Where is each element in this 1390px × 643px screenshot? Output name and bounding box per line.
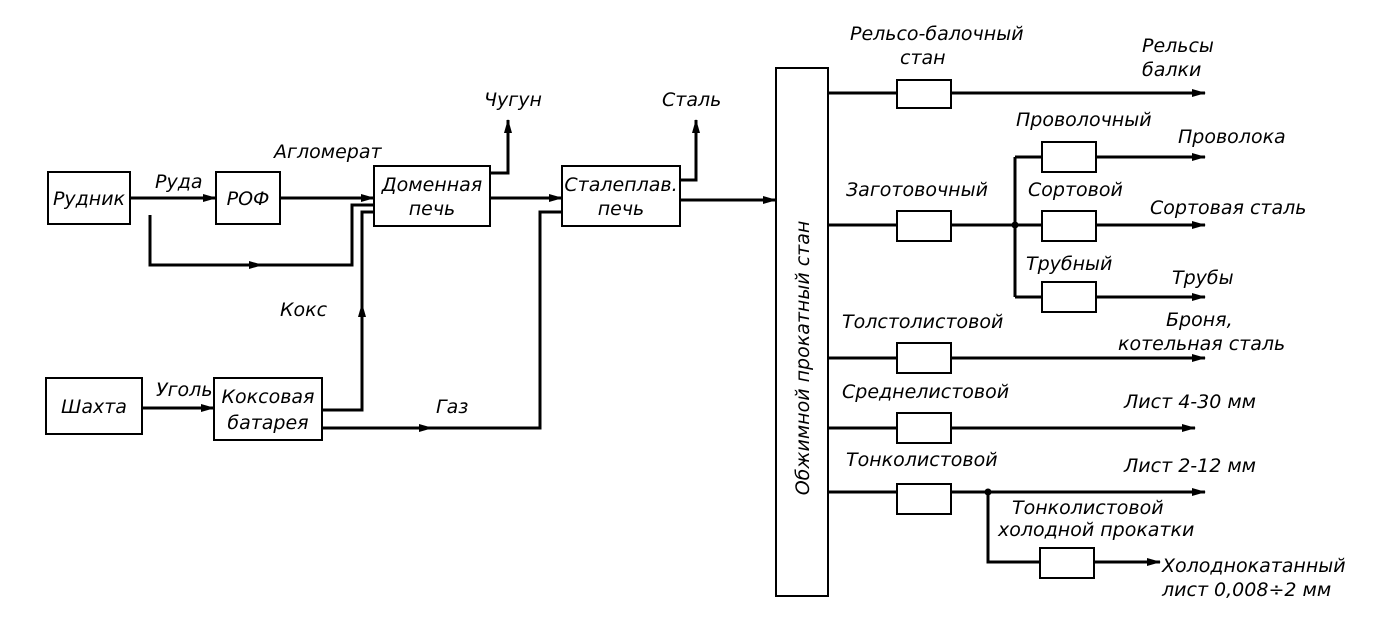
branch-cold-rolling-line xyxy=(986,492,1161,566)
medium-plate-mill-label: Среднелистовой xyxy=(842,381,1009,403)
steel-furnace-label-2: печь xyxy=(598,198,645,220)
ore-label: Руда xyxy=(155,171,202,193)
blooming-mill-block xyxy=(775,67,829,597)
armor-label-2: котельная сталь xyxy=(1118,333,1285,355)
billet-mill-label: Заготовочный xyxy=(846,179,988,201)
flow-coke-line xyxy=(322,210,374,412)
coke-battery-block xyxy=(213,377,323,441)
blooming-mill-label: Обжимной прокатный стан xyxy=(792,221,814,496)
rail-beam-mill-box xyxy=(896,79,952,109)
mine-label: Рудник xyxy=(53,188,126,210)
tubes-label: Трубы xyxy=(1172,267,1234,289)
coke-battery-label-1: Коксовая xyxy=(222,386,315,408)
shaft-label: Шахта xyxy=(61,396,127,418)
tube-mill-label: Трубный xyxy=(1026,253,1112,275)
heavy-plate-mill-label: Толстолистовой xyxy=(842,311,1003,333)
coke-label: Кокс xyxy=(280,299,328,321)
blast-furnace-label-1: Доменная xyxy=(381,174,482,196)
section-mill-box xyxy=(1041,210,1097,242)
rof-label: РОФ xyxy=(227,188,270,210)
gas-label: Газ xyxy=(436,396,468,418)
cold-sheet-label-1: Холоднокатанный xyxy=(1161,555,1346,577)
thin-sheet-mill-label: Тонколистовой xyxy=(846,449,998,471)
cold-rolling-mill-label-1: Тонколистовой xyxy=(1012,497,1164,519)
thin-sheet-mill-box xyxy=(896,483,952,515)
sheet-2-12-label: Лист 2-12 мм xyxy=(1123,455,1256,477)
wire-product-label: Проволока xyxy=(1178,126,1286,148)
cold-rolling-split-dot xyxy=(984,488,992,496)
coke-battery-label-2: батарея xyxy=(227,412,308,434)
section-steel-label: Сортовая сталь xyxy=(1150,197,1306,219)
mine-block xyxy=(47,171,131,225)
heavy-plate-mill-box xyxy=(896,342,952,374)
agglomerate-label: Агломерат xyxy=(272,141,382,163)
steel-furnace-block xyxy=(561,165,681,227)
blast-furnace-block xyxy=(373,165,491,227)
blast-furnace-label-2: печь xyxy=(409,198,456,220)
sheet-4-30-label: Лист 4-30 мм xyxy=(1123,391,1256,413)
rof-block xyxy=(215,171,281,225)
medium-plate-mill-box xyxy=(896,412,952,444)
pig-iron-label: Чугун xyxy=(484,89,542,111)
cold-rolling-mill-box xyxy=(1039,547,1095,579)
flow-pig-iron-line xyxy=(490,119,512,175)
steel-label: Сталь xyxy=(662,89,721,111)
cold-sheet-label-2: лист 0,008÷2 мм xyxy=(1161,579,1331,601)
shaft-block xyxy=(45,377,143,435)
armor-label-1: Броня, xyxy=(1166,309,1233,331)
flow-steel-out-line xyxy=(680,119,700,182)
rail-beam-mill-label-1: Рельсо-балочный xyxy=(850,23,1024,45)
flow-mine-bypass-line xyxy=(148,203,374,267)
cold-rolling-mill-label-2: холодной прокатки xyxy=(997,519,1194,541)
billet-split-dot xyxy=(1011,221,1019,229)
rails-label-1: Рельсы xyxy=(1142,35,1214,57)
billet-mill-box xyxy=(896,210,952,242)
steel-furnace-label-1: Сталеплав. xyxy=(564,174,677,196)
tube-mill-box xyxy=(1041,281,1097,313)
coal-label: Уголь xyxy=(156,379,213,401)
section-mill-label: Сортовой xyxy=(1028,179,1123,201)
rail-beam-mill-label-2: стан xyxy=(900,47,946,69)
wire-mill-box xyxy=(1041,141,1097,173)
rails-label-2: балки xyxy=(1142,59,1201,81)
wire-mill-label: Проволочный xyxy=(1016,109,1152,131)
